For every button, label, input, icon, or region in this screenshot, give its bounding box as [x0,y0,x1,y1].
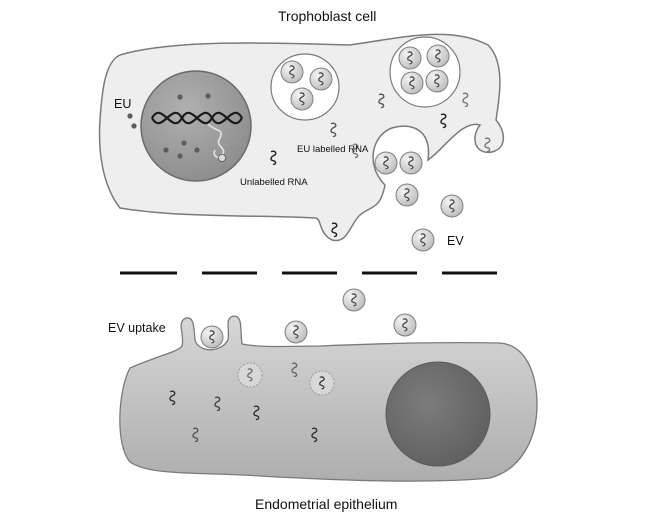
polymerase-icon [218,154,226,162]
ev-vesicle [309,370,335,396]
ev-vesicle [411,228,435,252]
eu-dots [127,113,137,129]
ev-vesicle [426,44,450,68]
ev-vesicle [374,151,398,175]
ev-vesicle [393,313,417,337]
ev-vesicle [309,67,333,91]
ev-vesicle [398,46,422,70]
ev-uptake-label: EV uptake [108,321,166,335]
ev-vesicle [395,183,419,207]
ev-label: EV [447,234,464,248]
ev-vesicle [425,69,449,93]
eu-dots-nucleus [163,93,211,159]
ev-vesicle [342,288,366,312]
multivesicular-body [389,36,461,108]
ev-vesicle [440,194,464,218]
ev-vesicles [200,44,464,349]
ev-vesicle [290,87,314,111]
endometrial-epithelium-label: Endometrial epithelium [255,496,398,512]
nascent-rna-icon [207,123,225,159]
ev-vesicle [400,71,424,95]
trophoblast-nucleus [140,70,252,182]
ev-vesicle [237,362,263,388]
trophoblast-cell-label: Trophoblast cell [278,8,377,24]
endometrial-nucleus [385,361,491,467]
ev-vesicle [280,60,304,84]
internalised-ev [237,362,335,396]
ev-vesicle [399,151,423,175]
unlabelled-rna-label: Unlabelled RNA [240,177,308,188]
eu-labelled-rna-label: EU labelled RNA [297,144,369,155]
eu-label: EU [114,97,132,111]
ev-vesicle [200,325,224,349]
dna-helix-icon [151,111,243,125]
ev-vesicle [284,320,308,344]
